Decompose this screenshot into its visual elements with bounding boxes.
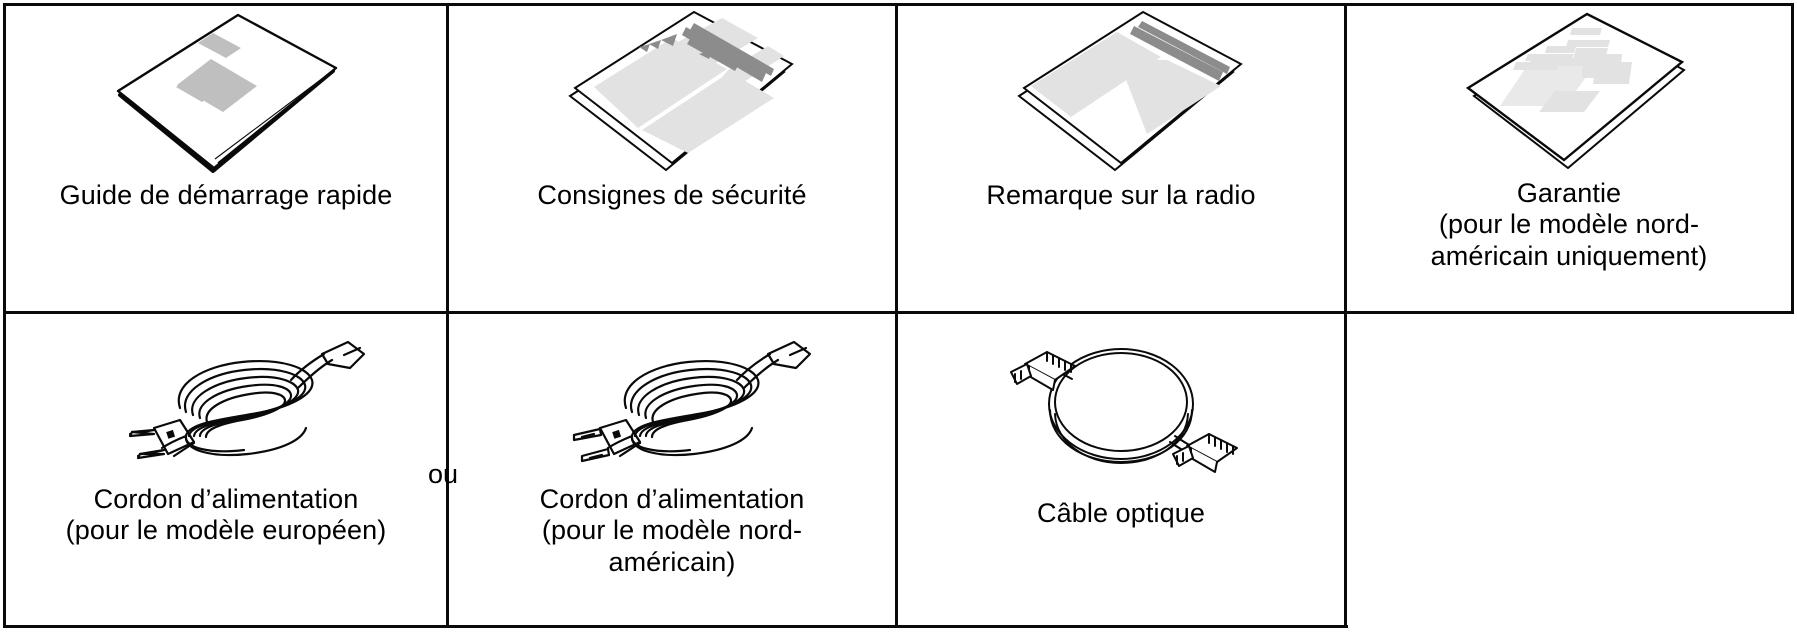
grid-border-left bbox=[3, 3, 6, 628]
grid-col-divider-3 bbox=[1344, 3, 1347, 625]
coiled-power-cord-icon bbox=[128, 340, 366, 460]
cell-empty bbox=[1347, 314, 1791, 625]
booklet-icon bbox=[116, 13, 338, 173]
cell-power-cord-eu: Cordon d’alimentation (pour le modèle eu… bbox=[6, 314, 446, 625]
grid-col-divider-1 bbox=[446, 3, 449, 625]
cell-radio-notice: Remarque sur la radio bbox=[898, 6, 1344, 311]
cell-quick-start-guide: Guide de démarrage rapide bbox=[6, 6, 446, 311]
power-cord-na-illustration bbox=[449, 328, 895, 478]
warranty-label: Garantie (pour le modèle nord- américain… bbox=[1430, 178, 1708, 271]
grid-row-divider bbox=[3, 311, 1794, 314]
cell-warranty: Garantie (pour le modèle nord- américain… bbox=[1347, 6, 1791, 311]
coiled-power-cord-icon bbox=[572, 340, 812, 463]
stacked-sheets-icon bbox=[1465, 12, 1686, 170]
cell-optical-cable: Câble optique bbox=[898, 314, 1344, 625]
grid-border-bottom bbox=[3, 625, 1348, 628]
cell-safety-instructions: Consignes de sécurité bbox=[449, 6, 895, 311]
alternative-connector-label: ou bbox=[428, 459, 459, 489]
grid-border-top bbox=[3, 3, 1794, 6]
stacked-sheets-icon bbox=[1017, 10, 1243, 172]
power-cord-na-label: Cordon d’alimentation (pour le modèle no… bbox=[539, 484, 805, 577]
warranty-illustration bbox=[1347, 10, 1791, 178]
grid-border-right bbox=[1791, 3, 1794, 314]
power-cord-eu-illustration bbox=[6, 328, 446, 478]
radio-notice-label: Remarque sur la radio bbox=[986, 180, 1256, 210]
stacked-sheets-icon bbox=[568, 10, 794, 172]
safety-instructions-label: Consignes de sécurité bbox=[537, 180, 807, 210]
quick-start-guide-illustration bbox=[6, 10, 446, 180]
optical-cable-illustration bbox=[898, 328, 1344, 478]
power-cord-eu-label: Cordon d’alimentation (pour le modèle eu… bbox=[65, 484, 387, 546]
coiled-optical-cable-icon bbox=[1010, 348, 1238, 473]
radio-notice-illustration bbox=[898, 10, 1344, 180]
optical-cable-label: Câble optique bbox=[1037, 498, 1205, 528]
grid-col-divider-2 bbox=[895, 3, 898, 625]
safety-instructions-illustration bbox=[449, 10, 895, 180]
cell-power-cord-na: Cordon d’alimentation (pour le modèle no… bbox=[449, 314, 895, 625]
quick-start-guide-label: Guide de démarrage rapide bbox=[59, 180, 393, 210]
